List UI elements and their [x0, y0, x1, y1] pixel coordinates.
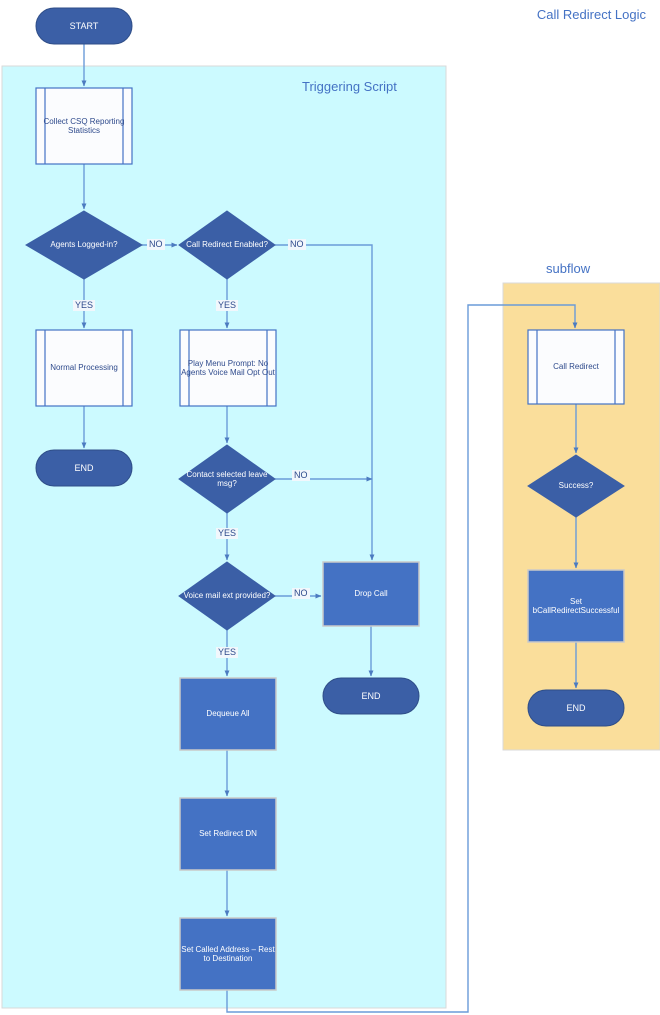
edge-label-voicemail-no: NO	[292, 588, 310, 599]
node-end-normal[interactable]	[35, 449, 133, 487]
edge-label-agents-yes: YES	[73, 300, 96, 311]
node-success[interactable]	[527, 454, 625, 518]
node-end-drop[interactable]	[322, 677, 420, 715]
edge-label-agents-no: NO	[147, 239, 165, 250]
containers-layer	[1, 65, 660, 1009]
node-set-called-address[interactable]	[179, 917, 277, 991]
node-set-redirect-dn[interactable]	[179, 797, 277, 871]
node-contact-selected[interactable]	[178, 444, 276, 514]
container-title-triggering-script: Triggering Script	[302, 79, 397, 94]
connector-redirect-no-to-dropcall	[275, 244, 375, 561]
node-collect-csq[interactable]	[35, 87, 133, 165]
node-start[interactable]	[35, 7, 133, 45]
node-drop-call[interactable]	[322, 561, 420, 627]
edge-label-contact-no: NO	[292, 470, 310, 481]
edge-label-redirect-no: NO	[288, 239, 306, 250]
node-end-subflow[interactable]	[527, 689, 625, 727]
node-agents-logged-in[interactable]	[25, 210, 143, 280]
edge-label-contact-yes: YES	[216, 528, 239, 539]
page-title: Call Redirect Logic	[536, 7, 646, 22]
node-dequeue-all[interactable]	[179, 677, 277, 751]
node-call-redirect[interactable]	[527, 329, 625, 405]
node-call-redirect-enabled[interactable]	[178, 210, 276, 280]
node-play-menu-prompt[interactable]	[179, 329, 277, 407]
nodes-layer	[25, 7, 625, 991]
node-normal-processing[interactable]	[35, 329, 133, 407]
node-set-bcallredirect[interactable]	[527, 569, 625, 643]
edge-label-voicemail-yes: YES	[216, 647, 239, 658]
connector-setcalled-to-subflow	[226, 304, 578, 1013]
node-voice-mail-ext[interactable]	[178, 561, 276, 631]
container-title-subflow: subflow	[546, 261, 591, 276]
edge-label-redirect-yes: YES	[216, 300, 239, 311]
